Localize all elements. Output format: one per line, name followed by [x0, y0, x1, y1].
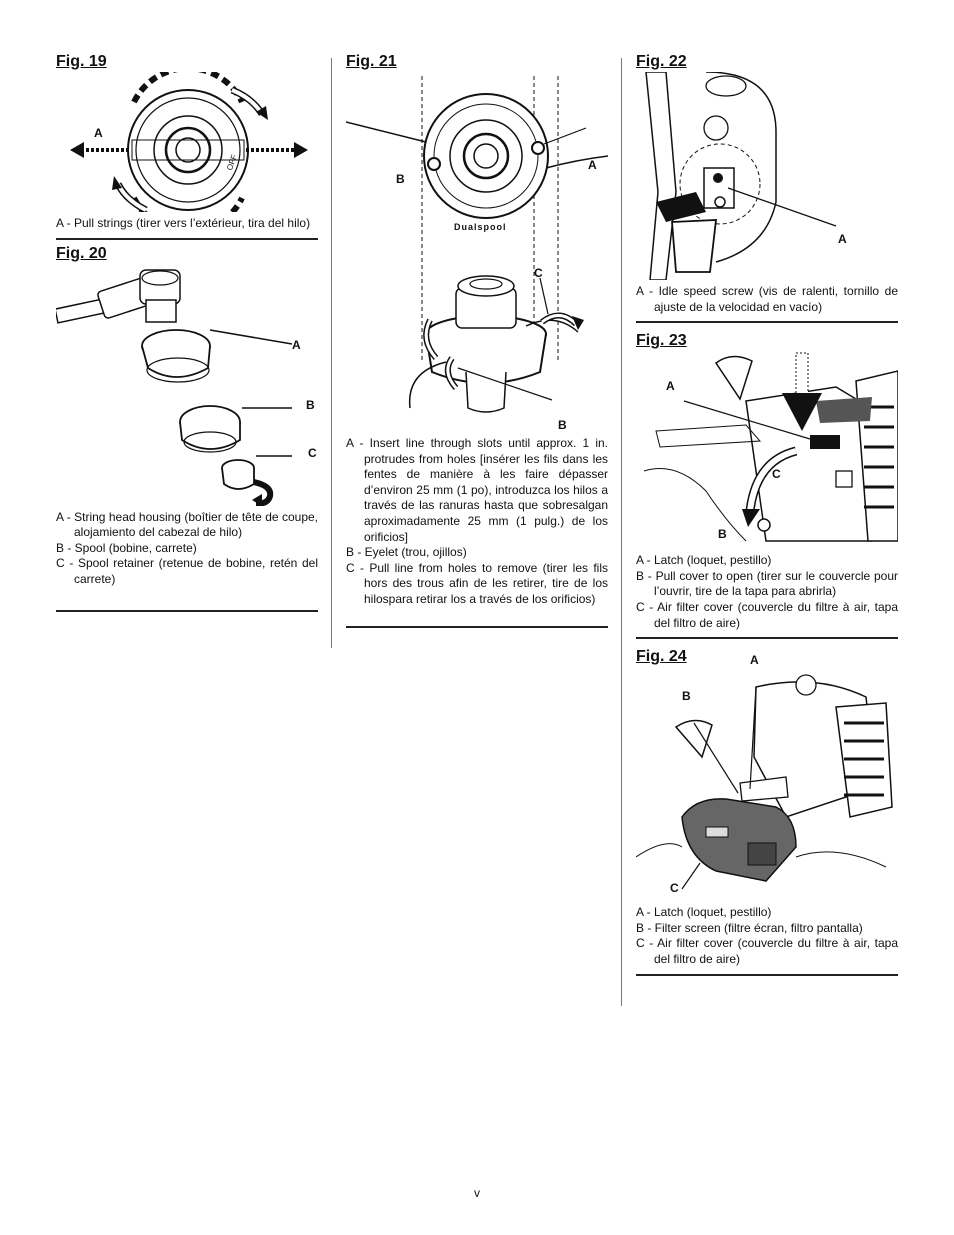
caption-item: C - Air filter cover (couvercle du filtr…	[636, 936, 898, 966]
figure-20-label-c: C	[308, 445, 317, 460]
column-left: Fig. 19 A	[56, 52, 318, 612]
figure-23-illustration: A C B	[636, 351, 898, 549]
figure-24-label-b: B	[682, 689, 691, 704]
figure-20-caption: A - String head housing (boîtier de tête…	[56, 510, 318, 588]
figure-23-label-c: C	[772, 467, 781, 482]
figure-21-caption: A - Insert line through slots until appr…	[346, 436, 608, 608]
figure-23-title: Fig. 23	[636, 332, 687, 350]
figure-21-illustration: B A C B Dualspool	[346, 72, 608, 432]
figure-19-caption: A - Pull strings (tirer vers l’extérieur…	[56, 216, 318, 232]
section-divider	[346, 625, 608, 628]
figure-24-title: Fig. 24	[636, 648, 687, 666]
figure-22-title: Fig. 22	[636, 53, 687, 70]
caption-item: C - Spool retainer (retenue de bobine, r…	[56, 556, 318, 586]
caption-item: B - Eyelet (trou, ojillos)	[346, 545, 467, 560]
figure-24-label-c: C	[670, 881, 679, 896]
figure-21-label-b: B	[396, 172, 405, 186]
figure-20-label-b: B	[306, 397, 315, 412]
caption-item: A - Insert line through slots until appr…	[346, 436, 608, 544]
column-middle: Fig. 21	[346, 52, 608, 628]
figure-21-title: Fig. 21	[346, 53, 397, 70]
caption-item: A - Latch (loquet, pestillo)	[636, 553, 772, 568]
figure-21-label-b-eyelet: B	[558, 418, 567, 432]
figure-19-illustration: A OFF	[56, 72, 318, 212]
caption-item: A - Idle speed screw (vis de ralenti, to…	[636, 284, 898, 314]
page-number: v	[474, 1186, 480, 1200]
figure-21-brand-text: Dualspool	[454, 222, 507, 232]
figure-22-caption: A - Idle speed screw (vis de ralenti, to…	[636, 284, 898, 315]
figure-22: Fig. 22 A A - Idle speed screw (vis de r…	[636, 52, 898, 324]
figure-24-label-a: A	[750, 653, 759, 668]
figure-20-illustration: A B C	[56, 264, 318, 506]
caption-item: B - Filter screen (filtre écran, filtro …	[636, 920, 863, 935]
spool-line-insertion-drawing	[346, 76, 608, 413]
figure-21-label-c: C	[534, 266, 543, 280]
figure-22-illustration: A	[636, 72, 898, 280]
figure-22-label-a: A	[838, 232, 847, 246]
section-divider	[56, 609, 318, 612]
column-divider-2	[621, 58, 622, 1006]
section-divider	[636, 637, 898, 640]
figure-23-label-b: B	[718, 527, 727, 542]
figure-24: Fig. 24 A B C A - Lat	[636, 647, 898, 976]
section-divider	[636, 321, 898, 324]
caption-item: A - String head housing (boîtier de tête…	[56, 509, 318, 540]
column-divider-1	[331, 58, 332, 648]
figure-21: Fig. 21	[346, 52, 608, 628]
caption-item: B - Pull cover to open (tirer sur le cou…	[636, 568, 898, 599]
caption-item: A - Latch (loquet, pestillo)	[636, 905, 772, 920]
caption-item: A - Pull strings (tirer vers l’extérieur…	[56, 216, 311, 230]
caption-item: B - Spool (bobine, carrete)	[56, 540, 197, 555]
figure-20-label-a: A	[292, 337, 301, 352]
figure-24-illustration: A B C	[636, 653, 898, 901]
idle-speed-screw-drawing	[645, 72, 837, 280]
figure-19-title: Fig. 19	[56, 53, 107, 70]
figure-21-label-a: A	[588, 158, 597, 172]
figure-23-label-a: A	[666, 379, 675, 394]
figure-19-label-a: A	[94, 126, 103, 140]
section-divider	[636, 973, 898, 976]
caption-item: C - Pull line from holes to remove (tire…	[346, 560, 608, 606]
string-head-top-view-drawing	[70, 72, 308, 212]
column-right: Fig. 22 A A - Idle speed screw (vis de r…	[636, 52, 898, 976]
figure-23: Fig. 23 A C B	[636, 331, 898, 640]
string-head-exploded-view-drawing	[56, 268, 293, 506]
figure-20: Fig. 20 A	[56, 244, 318, 612]
air-filter-cover-latch-drawing	[643, 352, 898, 542]
section-divider	[56, 237, 318, 240]
figure-19: Fig. 19 A	[56, 52, 318, 240]
figure-23-caption: A - Latch (loquet, pestillo) B - Pull co…	[636, 553, 898, 631]
caption-item: C - Air filter cover (couvercle du filtr…	[636, 599, 898, 630]
air-filter-screen-drawing	[636, 674, 893, 890]
figure-20-title: Fig. 20	[56, 244, 107, 262]
figure-24-caption: A - Latch (loquet, pestillo) B - Filter …	[636, 905, 898, 967]
